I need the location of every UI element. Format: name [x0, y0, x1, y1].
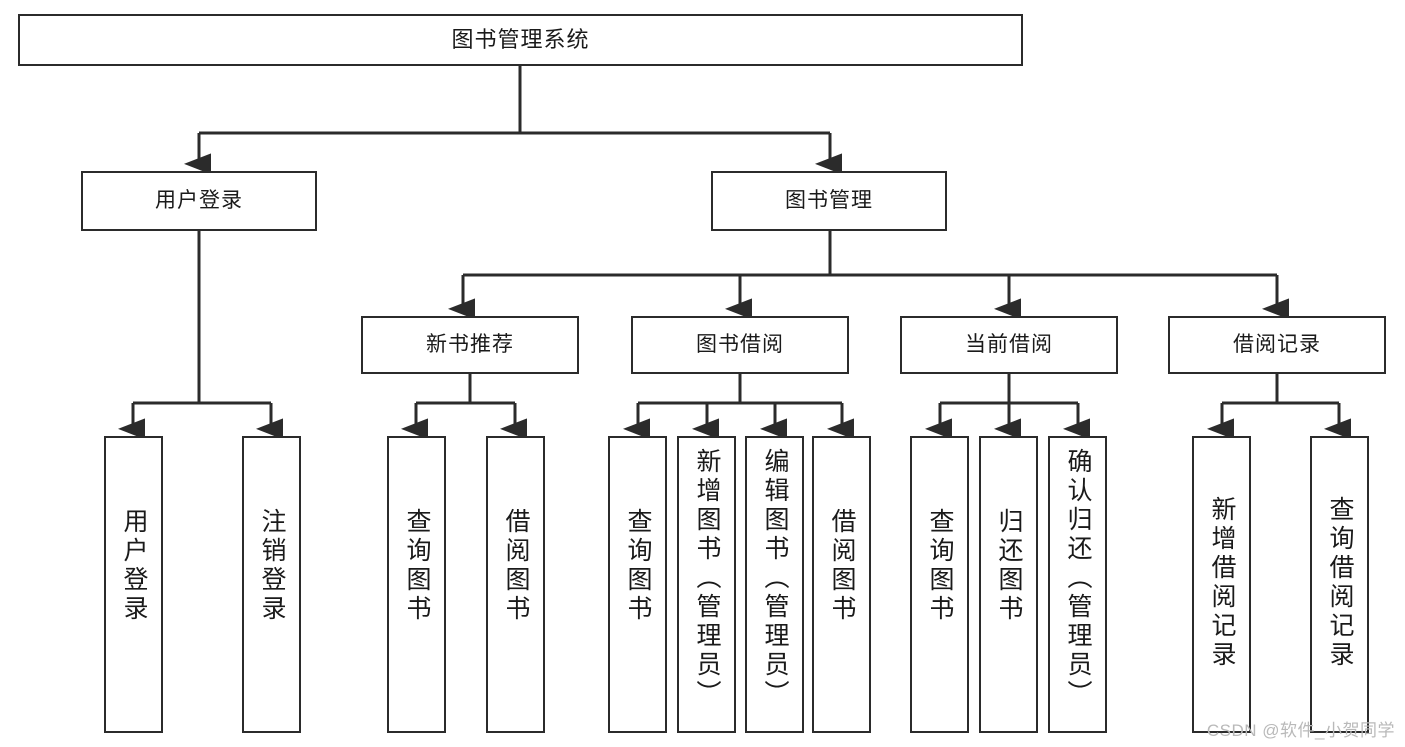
node-current-borrow[interactable]: 当前借阅 [900, 316, 1118, 374]
node-label: 借阅图书 [828, 508, 856, 624]
node-leaf-confirm-return-admin[interactable]: 确认归还（管理员） [1048, 436, 1107, 733]
node-root-system[interactable]: 图书管理系统 [18, 14, 1023, 66]
node-label: 查询图书 [624, 508, 652, 624]
node-label: 图书管理 [785, 188, 873, 212]
node-label: 查询图书 [926, 508, 954, 624]
node-user-login[interactable]: 用户登录 [81, 171, 317, 231]
node-label: 归还图书 [995, 508, 1023, 624]
node-label: 查询借阅记录 [1326, 496, 1354, 670]
node-label: 注销登录 [258, 508, 286, 624]
node-label: 新增借阅记录 [1208, 496, 1236, 670]
node-leaf-user-login[interactable]: 用户登录 [104, 436, 163, 733]
node-label: 借阅记录 [1233, 332, 1321, 356]
node-label: 借阅图书 [502, 508, 530, 624]
node-leaf-query-book-borrow[interactable]: 查询图书 [608, 436, 667, 733]
node-label: 确认归还（管理员） [1064, 448, 1092, 709]
node-leaf-add-book-admin[interactable]: 新增图书（管理员） [677, 436, 736, 733]
node-leaf-add-borrow-record[interactable]: 新增借阅记录 [1192, 436, 1251, 733]
node-book-borrow[interactable]: 图书借阅 [631, 316, 849, 374]
node-label: 用户登录 [120, 508, 148, 624]
node-label: 当前借阅 [965, 332, 1053, 356]
node-leaf-return-book[interactable]: 归还图书 [979, 436, 1038, 733]
node-leaf-query-book-recommend[interactable]: 查询图书 [387, 436, 446, 733]
watermark-text: CSDN @软件_小贺同学 [1206, 721, 1395, 740]
node-leaf-query-book-current[interactable]: 查询图书 [910, 436, 969, 733]
node-leaf-borrow-book[interactable]: 借阅图书 [812, 436, 871, 733]
node-leaf-edit-book-admin[interactable]: 编辑图书（管理员） [745, 436, 804, 733]
node-book-management[interactable]: 图书管理 [711, 171, 947, 231]
node-label: 查询图书 [403, 508, 431, 624]
node-borrow-record[interactable]: 借阅记录 [1168, 316, 1386, 374]
node-new-book-recommend[interactable]: 新书推荐 [361, 316, 579, 374]
node-leaf-query-borrow-record[interactable]: 查询借阅记录 [1310, 436, 1369, 733]
node-leaf-borrow-book-recommend[interactable]: 借阅图书 [486, 436, 545, 733]
node-label: 新书推荐 [426, 332, 514, 356]
node-label: 用户登录 [155, 188, 243, 212]
node-label: 图书借阅 [696, 332, 784, 356]
node-label: 编辑图书（管理员） [761, 448, 789, 709]
node-label: 图书管理系统 [451, 27, 590, 53]
node-label: 新增图书（管理员） [693, 448, 721, 709]
node-leaf-logout[interactable]: 注销登录 [242, 436, 301, 733]
